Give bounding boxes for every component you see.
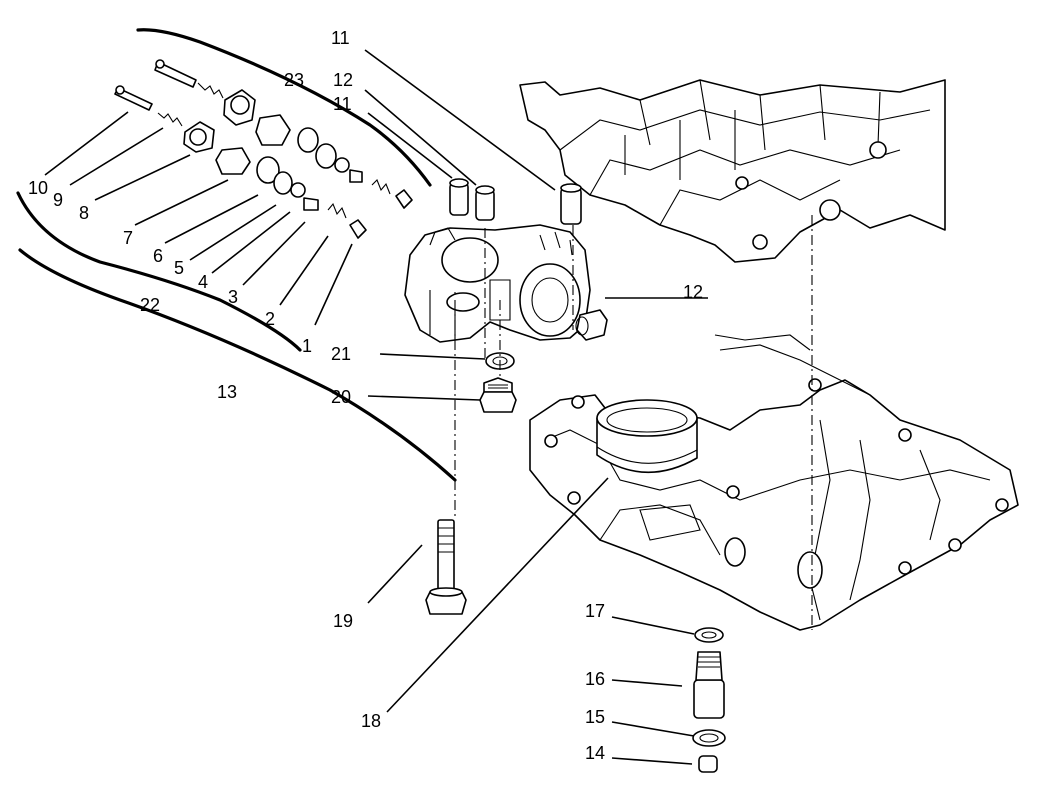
upper-housing xyxy=(519,79,946,263)
alignment-axes xyxy=(454,215,813,630)
washer-and-plug-parts-20-21 xyxy=(479,352,517,413)
callout-16: 16 xyxy=(585,669,605,689)
callout-10: 10 xyxy=(28,178,48,198)
callout-18: 18 xyxy=(361,711,381,731)
callout-14: 14 xyxy=(585,743,605,763)
bolt-part-19 xyxy=(425,519,467,615)
callout-4: 4 xyxy=(198,272,208,292)
callout-1: 1 xyxy=(302,336,312,356)
callout-23: 23 xyxy=(284,70,304,90)
seal-ring-part-18 xyxy=(596,399,698,474)
callout-7: 7 xyxy=(123,228,133,248)
bracket-13 xyxy=(18,248,457,482)
callout-11a: 11 xyxy=(331,28,350,48)
sleeves-parts-11-12 xyxy=(449,178,608,341)
callout-8: 8 xyxy=(79,203,89,223)
callout-3: 3 xyxy=(228,287,238,307)
leader-lines xyxy=(44,49,708,765)
callout-19: 19 xyxy=(333,611,353,631)
bracket-22 xyxy=(16,191,302,352)
callout-20: 20 xyxy=(331,387,351,407)
filter-parts-14-17 xyxy=(692,627,726,773)
callout-12b: 12 xyxy=(683,282,703,302)
bracket-23 xyxy=(136,28,432,187)
valve-components xyxy=(114,59,413,239)
callout-22: 22 xyxy=(140,295,160,315)
callout-2: 2 xyxy=(265,309,275,329)
callout-labels: 1 2 3 4 5 6 7 8 9 10 11 11 12 12 13 14 1… xyxy=(28,28,703,763)
callout-9: 9 xyxy=(53,190,63,210)
pump-body xyxy=(404,224,591,343)
callout-5: 5 xyxy=(174,258,184,278)
callout-17: 17 xyxy=(585,601,605,621)
callout-13: 13 xyxy=(217,382,237,402)
callout-21: 21 xyxy=(331,344,351,364)
callout-12a: 12 xyxy=(333,70,353,90)
callout-11b: 11 xyxy=(333,94,352,114)
callout-15: 15 xyxy=(585,707,605,727)
callout-6: 6 xyxy=(153,246,163,266)
